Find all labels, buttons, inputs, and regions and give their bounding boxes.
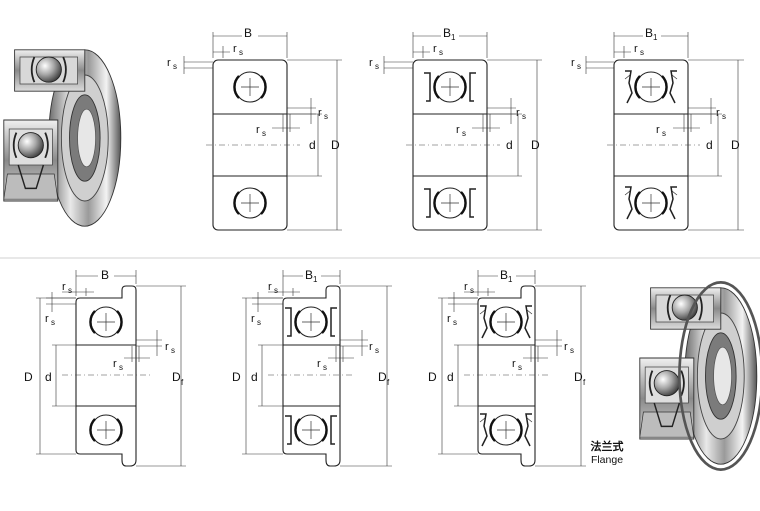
label-Df-b2-sub: f — [387, 378, 390, 387]
label-rs-inner3: r — [656, 124, 660, 136]
label-D-b3: D — [428, 370, 437, 384]
label-rs-b1-top-sub: s — [68, 286, 72, 295]
label-rs-b3-right: r — [564, 341, 568, 353]
label-rs-inner2: r — [456, 124, 460, 136]
label-d: d — [309, 138, 316, 152]
label-rs-top2-sub: s — [439, 48, 443, 57]
label-rs-right2: r — [516, 107, 520, 119]
bearing-sealed-section: B 1 r s r s r s r s d D — [571, 26, 744, 231]
label-B1-top2: B — [443, 26, 451, 40]
label-rs-left: r — [167, 57, 171, 69]
bearing-shielded-section: B 1 r s r s r s r s d D — [369, 26, 542, 231]
label-rs-right3: r — [716, 107, 720, 119]
label-d-b1: d — [45, 370, 52, 384]
label-B1-b2-sub: 1 — [313, 275, 318, 284]
label-rs-b2-top: r — [268, 281, 272, 293]
label-rs-b3-top-sub: s — [470, 286, 474, 295]
label-rs-b2-left-sub: s — [257, 318, 261, 327]
label-rs-inner2-sub: s — [462, 129, 466, 138]
label-rs-b2-top-sub: s — [274, 286, 278, 295]
label-d-b3: d — [447, 370, 454, 384]
label-B1-b3-sub: 1 — [508, 275, 513, 284]
label-rs-b1-left-sub: s — [51, 318, 55, 327]
label-rs-b3-top: r — [464, 281, 468, 293]
label-B1-top3-sub: 1 — [653, 33, 658, 42]
label-D-b1: D — [24, 370, 33, 384]
label-rs-right2-sub: s — [522, 112, 526, 121]
bearing-flanged-open-section: B r s r s r s r s D d D f — [24, 268, 186, 467]
label-rs-b3-right-sub: s — [570, 346, 574, 355]
label-rs-b1-top: r — [62, 281, 66, 293]
label-rs-left-sub: s — [173, 62, 177, 71]
label-rs-b2-left: r — [251, 313, 255, 325]
label-rs-top2: r — [433, 43, 437, 55]
label-Df-b1: D — [172, 370, 181, 384]
label-rs-b2-right-sub: s — [375, 346, 379, 355]
label-d2: d — [506, 138, 513, 152]
label-rs-top3: r — [634, 43, 638, 55]
bearing-open-section: B r s r s r s r s d D — [167, 26, 342, 231]
label-rs-inner-sub: s — [262, 129, 266, 138]
label-rs-b3-left: r — [447, 313, 451, 325]
label-D: D — [331, 138, 340, 152]
label-rs-b1-left: r — [45, 313, 49, 325]
label-D-b2: D — [232, 370, 241, 384]
label-rs-right-sub: s — [324, 112, 328, 121]
label-B1-top2-sub: 1 — [451, 33, 456, 42]
label-Df-b1-sub: f — [181, 378, 184, 387]
label-B: B — [244, 26, 252, 40]
label-rs-b2-inner: r — [317, 358, 321, 370]
label-B1-b2: B — [305, 268, 313, 282]
photo-flanged-bearing — [638, 281, 760, 471]
label-rs-inner3-sub: s — [662, 129, 666, 138]
label-rs-b1-right: r — [165, 341, 169, 353]
label-B-bottom1: B — [101, 268, 109, 282]
label-d-b2: d — [251, 370, 258, 384]
label-D3: D — [731, 138, 740, 152]
label-rs-inner: r — [256, 124, 260, 136]
caption-english: Flange — [590, 454, 624, 466]
bearing-flanged-sealed-section: B 1 r s r s r s r s D d D f — [428, 267, 586, 467]
label-rs-left2: r — [369, 57, 373, 69]
label-d3: d — [706, 138, 713, 152]
label-rs-top: r — [233, 43, 237, 55]
label-Df-b3: D — [574, 370, 583, 384]
label-D2: D — [531, 138, 540, 152]
label-rs-left3-sub: s — [577, 62, 581, 71]
label-rs-top-sub: s — [239, 48, 243, 57]
label-rs-b3-inner-sub: s — [518, 363, 522, 372]
label-rs-left2-sub: s — [375, 62, 379, 71]
label-rs-left3: r — [571, 57, 575, 69]
label-rs-top3-sub: s — [640, 48, 644, 57]
label-rs-b3-inner: r — [512, 358, 516, 370]
label-rs-right: r — [318, 107, 322, 119]
label-rs-b3-left-sub: s — [453, 318, 457, 327]
label-rs-b1-inner: r — [113, 358, 117, 370]
label-Df-b2: D — [378, 370, 387, 384]
bearing-flanged-shielded-section: B 1 r s r s r s r s D d D f — [232, 267, 392, 467]
label-rs-b1-right-sub: s — [171, 346, 175, 355]
flange-caption: 法兰式 Flange — [584, 440, 630, 467]
label-B1-b3: B — [500, 268, 508, 282]
caption-chinese: 法兰式 — [590, 441, 624, 453]
label-B1-top3: B — [645, 26, 653, 40]
label-rs-b2-inner-sub: s — [323, 363, 327, 372]
label-rs-right3-sub: s — [722, 112, 726, 121]
label-rs-b2-right: r — [369, 341, 373, 353]
label-rs-b1-inner-sub: s — [119, 363, 123, 372]
photo-open-bearing — [2, 48, 122, 228]
label-Df-b3-sub: f — [583, 378, 586, 387]
